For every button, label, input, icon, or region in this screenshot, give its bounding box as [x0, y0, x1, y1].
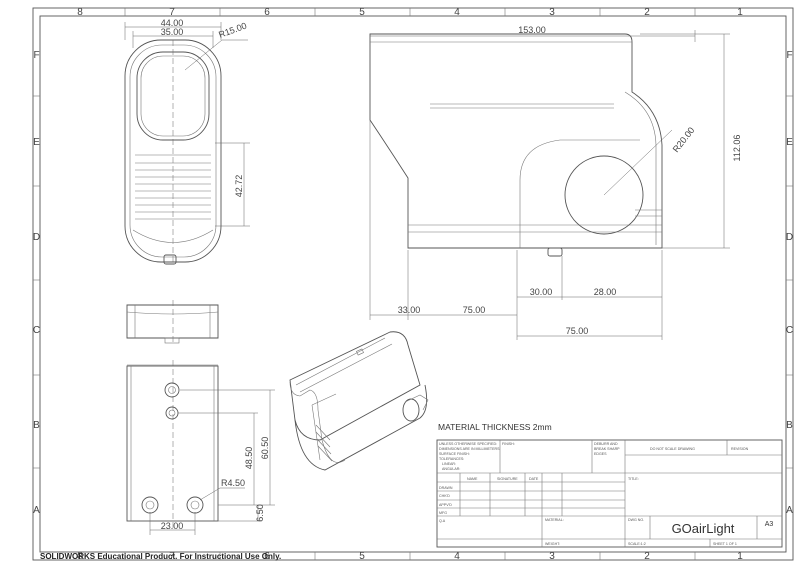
- zone-ticks: [33, 8, 793, 560]
- dim-width-35: 35.00: [161, 27, 184, 37]
- drawing-name: GOairLight: [672, 521, 735, 536]
- isometric-view: [289, 331, 429, 471]
- zone-col-bottom: 7: [169, 551, 175, 562]
- top-view: [126, 300, 219, 344]
- zone-col-bottom: 2: [644, 551, 650, 562]
- do-not-scale-label: DO NOT SCALE DRAWING: [650, 447, 695, 451]
- side-view: [369, 33, 673, 257]
- row-mfg: MFG: [439, 511, 447, 515]
- zone-row-left: C: [33, 325, 40, 336]
- side-view-dimensions: 153.00 112.06 R20.00 33.00 75.00 30.00 2…: [369, 25, 742, 340]
- front-view-dimensions: 44.00 35.00 R15.00 42.72: [124, 18, 250, 227]
- zone-row-right: F: [786, 50, 792, 61]
- zone-row-left: A: [33, 505, 40, 516]
- dim-edge-6-5: 6.50: [255, 504, 265, 522]
- dim-offset-28: 28.00: [594, 287, 617, 297]
- front-view: [124, 39, 248, 265]
- bottom-view-dimensions: 48.50 60.50 R4.50 6.50 23.00: [149, 389, 275, 535]
- zone-col-top: 2: [644, 7, 650, 18]
- scale-label: SCALE:1:2: [628, 542, 646, 546]
- row-drawn: DRAWN: [439, 486, 453, 490]
- zone-col-bottom: 6: [264, 551, 270, 562]
- sheet-label: SHEET 1 OF 1: [713, 542, 737, 546]
- general-note-line: SURFACE FINISH:: [439, 452, 470, 456]
- title-block-text: UNLESS OTHERWISE SPECIFIED: DIMENSIONS A…: [439, 442, 773, 546]
- finish-label: FINISH:: [502, 442, 515, 446]
- zone-col-bottom: 8: [77, 551, 83, 562]
- dim-radius-20: R20.00: [671, 125, 697, 154]
- zone-col-bottom: 3: [549, 551, 555, 562]
- material-thickness-note: MATERIAL THICKNESS 2mm: [438, 422, 552, 432]
- educational-footer: SOLIDWORKS Educational Product. For Inst…: [40, 552, 282, 561]
- zone-labels: 8 7 6 5 4 3 2 1 8 7 6 5 4 3 2 1 F E D C …: [33, 7, 793, 562]
- dim-length-153: 153.00: [518, 25, 546, 35]
- deburr-note: BREAK SHARP: [594, 447, 620, 451]
- zone-row-right: A: [786, 505, 793, 516]
- title-block: [436, 439, 783, 548]
- zone-col-top: 4: [454, 7, 460, 18]
- zone-col-top: 6: [264, 7, 270, 18]
- col-date-header: DATE: [529, 477, 539, 481]
- zone-row-right: C: [786, 325, 793, 336]
- dim-offset-30: 30.00: [530, 287, 553, 297]
- zone-row-left: D: [33, 232, 40, 243]
- dim-hole-60: 60.50: [260, 437, 270, 460]
- zone-col-top: 3: [549, 7, 555, 18]
- dim-height-42: 42.72: [234, 175, 244, 198]
- general-note-line: UNLESS OTHERWISE SPECIFIED:: [439, 442, 497, 446]
- dim-spacing-23: 23.00: [161, 521, 184, 531]
- dwg-no-label: DWG NO.: [628, 518, 644, 522]
- zone-row-right: B: [786, 420, 793, 431]
- general-note-line: DIMENSIONS ARE IN MILLIMETERS: [439, 447, 500, 451]
- dim-offset-33: 33.00: [398, 305, 421, 315]
- col-signature-header: SIGNATURE: [497, 477, 518, 481]
- dim-offset-75-b: 75.00: [566, 326, 589, 336]
- material-label: MATERIAL:: [545, 518, 564, 522]
- row-checked: CHK'D: [439, 494, 450, 498]
- general-note-line: LINEAR:: [442, 462, 456, 466]
- col-name-header: NAME: [467, 477, 478, 481]
- dim-radius-4-5: R4.50: [221, 478, 245, 488]
- zone-col-bottom: 5: [359, 551, 365, 562]
- row-approved: APPV'D: [439, 503, 452, 507]
- zone-row-right: E: [786, 137, 793, 148]
- title-label: TITLE:: [628, 477, 639, 481]
- zone-col-bottom: 4: [454, 551, 460, 562]
- zone-row-right: D: [786, 232, 793, 243]
- general-note-line: ANGULAR:: [442, 467, 460, 471]
- dim-radius-15: R15.00: [217, 21, 248, 40]
- revision-label: REVISION: [731, 447, 749, 451]
- row-qa: Q.A: [439, 519, 446, 523]
- zone-col-top: 8: [77, 7, 83, 18]
- dim-hole-48: 48.50: [244, 447, 254, 470]
- outer-border: [32, 7, 794, 561]
- deburr-note: EDGES: [594, 452, 607, 456]
- zone-col-top: 5: [359, 7, 365, 18]
- dim-offset-75-a: 75.00: [463, 305, 486, 315]
- zone-row-left: B: [33, 420, 40, 431]
- zone-col-bottom: 1: [737, 551, 743, 562]
- dim-height-112: 112.06: [732, 135, 742, 162]
- inner-border: [39, 15, 787, 553]
- dim-width-44: 44.00: [161, 18, 184, 28]
- deburr-note: DEBURR AND: [594, 442, 618, 446]
- zone-col-top: 7: [169, 7, 175, 18]
- weight-label: WEIGHT:: [545, 542, 560, 546]
- sheet-size: A3: [765, 521, 774, 528]
- general-note-line: TOLERANCES:: [439, 457, 464, 461]
- zone-col-top: 1: [737, 7, 743, 18]
- zone-row-left: E: [33, 137, 40, 148]
- bottom-view: [126, 360, 219, 528]
- zone-row-left: F: [33, 50, 39, 61]
